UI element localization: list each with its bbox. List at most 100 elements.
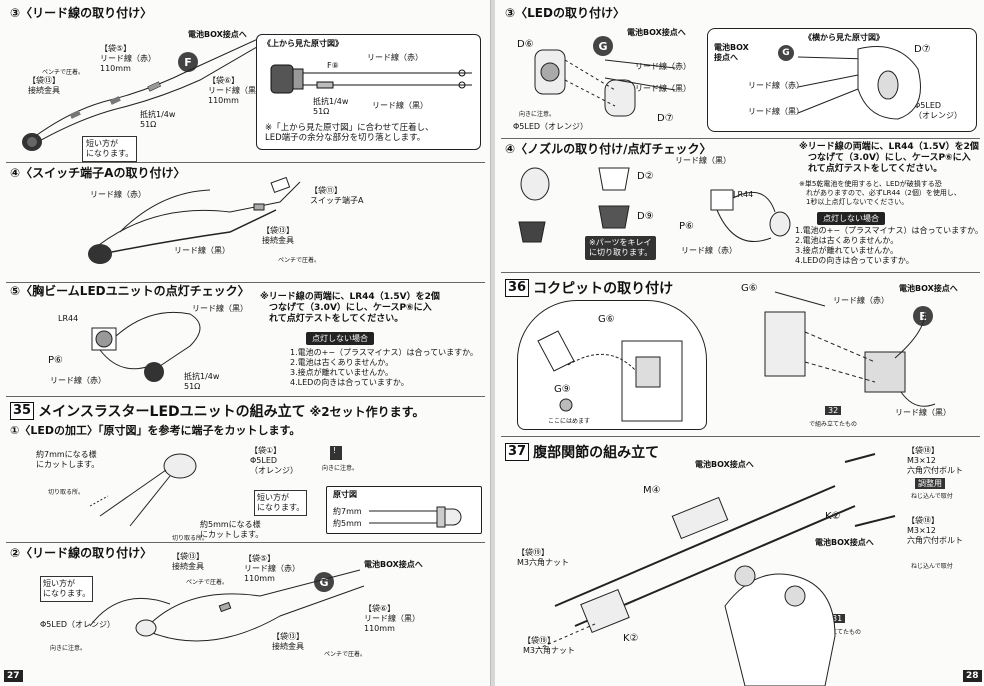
lower-bag6-label: 【袋⑥】 リード線（黒） 110mm (364, 604, 420, 633)
left-page: ③〈リード線の取り付け〉 電池BOX接点へ F 【袋⑤】 リード線（赤） 110… (0, 0, 491, 686)
beam-p6-label: P⑥ (48, 355, 63, 366)
section-37-header: 37 腹部関節の組み立て (505, 442, 659, 462)
part-g-marker: G (314, 572, 334, 592)
section-led-mount-title: ③〈LEDの取り付け〉 (505, 6, 625, 20)
bag19a-label: 【袋⑲】 M3六角ナット (517, 548, 569, 567)
beam-check-diagram (91, 311, 201, 382)
bag19b-label: 【袋⑲】 M3六角ナット (523, 636, 575, 655)
step-35-title: メインスラスターLEDユニットの組み立て (38, 404, 306, 420)
part-d7-label: D⑦ (657, 113, 674, 124)
section-beam-check-title: ⑤〈胸ビームLEDユニットの点灯チェック〉 (10, 284, 250, 298)
step-35-2-title: ②〈リード線の取り付け〉 (10, 546, 153, 560)
bag18a-label: 【袋⑱】 M3×12 六角穴付ボルト (907, 446, 963, 475)
adjust-tag: 調整用 (915, 478, 945, 489)
side-view-inset: 《横から見た原寸図》 電池BOX 接点へ G D⑦ リード線（赤） リード線（黒… (707, 28, 977, 132)
scale-5mm: 約5mm (333, 519, 362, 528)
section-35-header: 35 メインスラスターLEDユニットの組み立て ※2セット作ります。 (10, 401, 424, 421)
direction-note: 向きに注意。 (322, 465, 359, 472)
nozzle-red-wire-label: リード線（赤） (681, 246, 737, 255)
thread-note-1: ねじ込んで取付 (911, 493, 953, 500)
cockpit-diagram (764, 291, 936, 407)
lower-pliers-note-2: ペンチで圧着。 (324, 651, 367, 658)
part-f-marker: F (178, 52, 198, 72)
step-35-1-title: ①〈LEDの加工〉「原寸図」を参考に端子をカットします。 (10, 424, 301, 437)
nozzle-test-note: ※リード線の両端に、LR44（1.5V）を2個 つなげて（3.0V）にし、ケース… (799, 142, 979, 174)
short-negative-note: 短い方が になります。 (82, 136, 138, 162)
abdomen-joint-diagram (534, 453, 896, 686)
inset-black-wire-label: リード線（黒） (372, 101, 428, 110)
nozzle-p6-label: P⑥ (679, 221, 694, 232)
bag11-label: 【袋⑪】 スイッチ端子A (310, 186, 364, 205)
side-view-led-label: Φ5LED （オレンジ） (914, 101, 962, 120)
part-k2-label-2: K② (623, 633, 639, 644)
bag5-label: 【袋⑤】 リード線（赤） 110mm (100, 44, 156, 73)
cut-area-note-2: 切り取る所。 (172, 535, 209, 542)
section-lead-wire-title: ③〈リード線の取り付け〉 (10, 6, 153, 20)
ref-31-badge: 31 (829, 614, 846, 623)
part-d6-label: D⑥ (517, 39, 534, 50)
step-36-title: コクピットの取り付け (533, 281, 674, 297)
scale-7mm: 約7mm (333, 507, 362, 516)
side-view-d7-label: D⑦ (914, 44, 931, 55)
beam-lr44-label: LR44 (58, 314, 79, 323)
page-gutter (491, 0, 495, 686)
side-view-red-wire-label: リード線（赤） (748, 81, 804, 90)
scale-title: 原寸図 (333, 490, 357, 499)
part-m4-label: M④ (643, 485, 661, 496)
beam-red-wire-label: リード線（赤） (50, 376, 106, 385)
abdomen-battery-contact-label-1: 電池BOX接点へ (695, 460, 754, 469)
lower-bag13-label: 【袋⑬】 接続金具 (172, 552, 204, 571)
inset-red-wire-label: リード線（赤） (367, 53, 423, 62)
lower-led-label: Φ5LED（オレンジ） (40, 620, 116, 629)
resistor-label: 抵抗1/4w 51Ω (140, 110, 176, 129)
beam-checklist: 1.電池の+−（プラスマイナス）は合っていますか。 2.電池は古くありませんか。… (290, 348, 478, 387)
inset-instruction: ※「上から見た原寸図」に合わせて圧着し、 LED端子の余分な部分を切り落とします… (265, 123, 434, 143)
abdomen-battery-contact-label-2: 電池BOX接点へ (815, 538, 874, 547)
step-37-title: 腹部関節の組み立て (533, 445, 660, 461)
short-negative-note-3: 短い方が になります。 (40, 576, 94, 602)
lower-lead-wire-diagram (89, 569, 365, 642)
inset-title: 《上から見た原寸図》 (263, 39, 343, 48)
part-g-marker-right: G (593, 36, 613, 56)
bag6-label: 【袋⑥】 リード線（黒） 110mm (208, 76, 264, 105)
battery-contact-label: 電池BOX接点へ (188, 30, 247, 39)
part-d2-label: D② (637, 171, 654, 182)
cockpit-g6-label-2: G⑥ (741, 283, 758, 294)
nozzle-lr44-label: LR44 (733, 190, 754, 199)
cut-7mm-note: 約7mmになる様 にカットします。 (36, 450, 100, 469)
thread-note-2: ねじ込んで取付 (911, 563, 953, 570)
lower-battery-contact-label: 電池BOX接点へ (364, 560, 423, 569)
cut-area-note: 切り取る所。 (48, 489, 85, 496)
nozzle-diagram (518, 167, 791, 243)
section-nozzle-title: ④〈ノズルの取り付け/点灯チェック〉 (505, 142, 712, 156)
lower-bag13b-label: 【袋⑬】 接続金具 (272, 632, 304, 651)
switch-terminal-diagram (88, 176, 301, 264)
led-mount-diagram (534, 49, 676, 117)
warning-icon: ! (330, 446, 342, 460)
switch-red-wire-label: リード線（赤） (90, 190, 146, 199)
bag1-label: 【袋①】 Φ5LED （オレンジ） (250, 446, 298, 475)
bag18b-label: 【袋⑱】 M3×12 六角穴付ボルト (907, 516, 963, 545)
led-cut-diagram (89, 453, 197, 527)
side-view-box-label: 電池BOX 接点へ (714, 43, 749, 62)
nozzle-no-light-pill: 点灯しない場合 (817, 212, 885, 225)
trim-parts-note: ※パーツをキレイ に切り取ります。 (585, 236, 657, 260)
side-view-g-marker: G (778, 45, 794, 61)
beam-resistor-label: 抵抗1/4w 51Ω (184, 372, 220, 391)
bag13-label: 【袋⑬】 接続金具 (28, 76, 60, 95)
nozzle-black-wire-label: リード線（黒） (675, 156, 731, 165)
right-direction-note: 向きに注意。 (519, 111, 556, 118)
short-negative-note-2: 短い方が になります。 (254, 490, 308, 516)
pliers-note: ペンチで圧着。 (42, 69, 85, 76)
scale-drawing-box: 原寸図 約7mm 約5mm (326, 486, 482, 534)
cockpit-g9-note: ここにはめます (548, 418, 591, 425)
part-e-marker: E (913, 306, 933, 326)
side-view-black-wire-label: リード線（黒） (748, 107, 804, 116)
right-battery-contact-label: 電池BOX接点へ (627, 28, 686, 37)
actual-size-inset: 《上から見た原寸図》 F⑧ リード線（赤） リード線（黒） 抵抗1/4w 51Ω… (256, 34, 481, 150)
switch-black-wire-label: リード線（黒） (174, 246, 230, 255)
step-35-number: 35 (10, 402, 35, 420)
lower-pliers-note: ペンチで圧着。 (186, 579, 229, 586)
nozzle-battery-warning: ※単5乾電池を使用すると、LEDが破損する恐 れがありますので、必ずLR44（2… (799, 180, 961, 206)
part-d9-label: D⑨ (637, 211, 654, 222)
